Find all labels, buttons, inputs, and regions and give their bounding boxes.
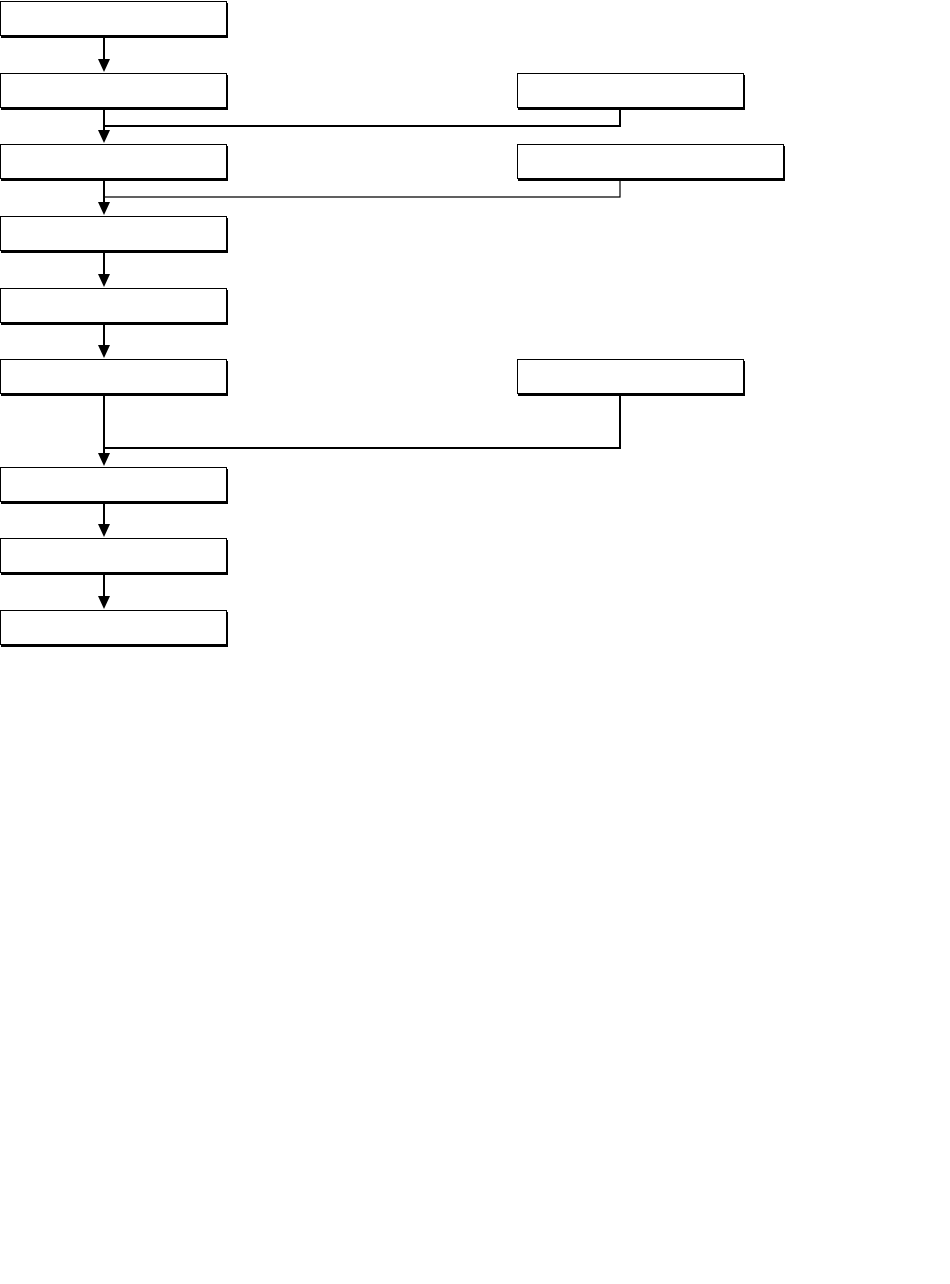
connector-side-3-to-main-7 [104,395,621,449]
flow-step-box-7 [0,467,227,502]
flow-step-box-6 [0,359,227,394]
side-input-box-3 [517,359,744,394]
flow-step-box-3 [0,144,227,179]
connector-side-1-to-main-3 [104,108,621,127]
side-input-box-2 [517,144,784,179]
arrowhead-main-3 [98,130,110,143]
connector-side-2-to-main-4 [104,180,621,198]
flow-step-box-2 [0,73,227,108]
flow-step-box-8 [0,538,227,573]
flow-step-box-9 [0,610,227,645]
arrowhead-main-6 [98,345,110,358]
side-input-box-1 [517,73,744,108]
arrowhead-main-2 [98,59,110,72]
arrowhead-main-8 [98,524,110,537]
arrowhead-main-9 [98,596,110,609]
arrowhead-main-5 [98,274,110,287]
arrowhead-main-4 [98,202,110,215]
flow-step-box-4 [0,216,227,251]
flow-step-box-1 [0,1,227,36]
arrowhead-main-7 [98,453,110,466]
flow-step-box-5 [0,288,227,323]
